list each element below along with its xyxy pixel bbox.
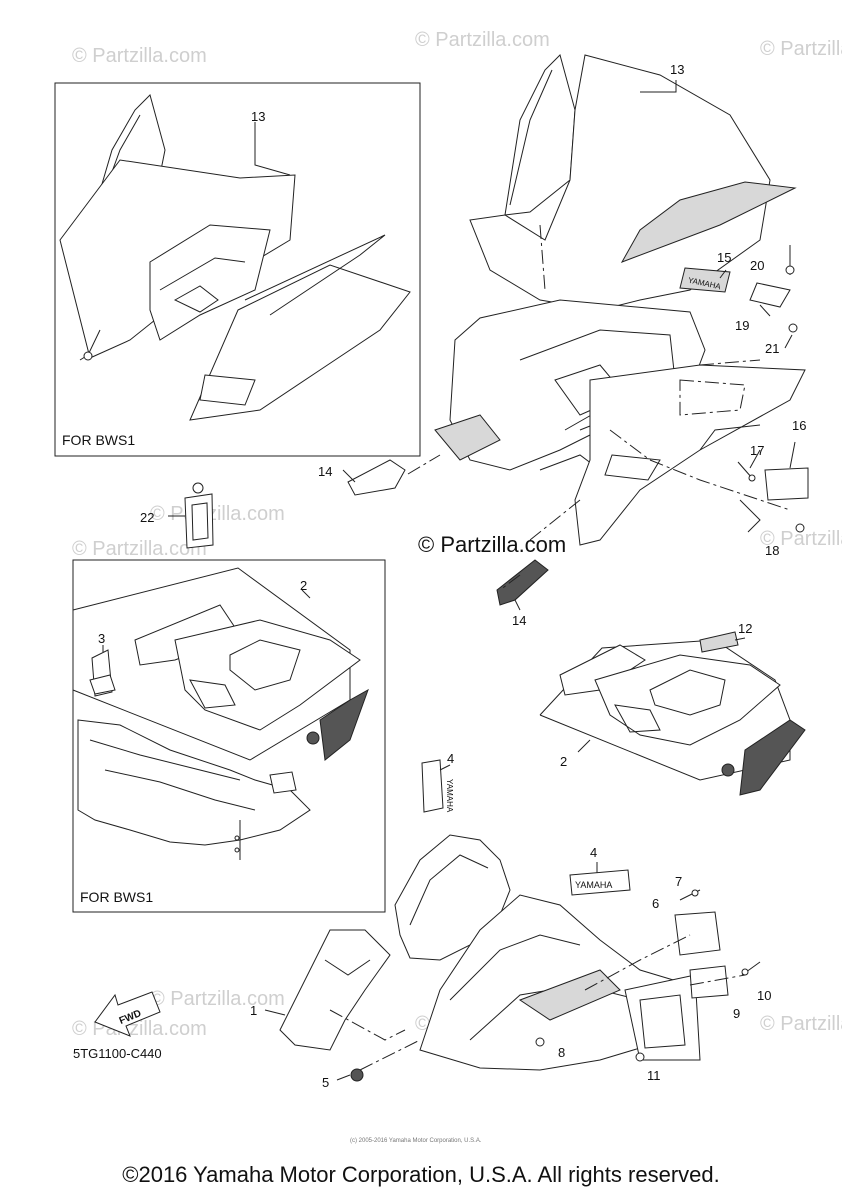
center-watermark: © Partzilla.com bbox=[418, 532, 566, 557]
callout-11: 11 bbox=[647, 1068, 661, 1083]
callout-7: 7 bbox=[675, 874, 682, 889]
callout-6: 6 bbox=[652, 896, 659, 911]
callout-2: 2 bbox=[560, 754, 567, 769]
callout-4: 4 bbox=[590, 845, 597, 860]
callout-9: 9 bbox=[733, 1006, 740, 1021]
watermark: © Partzilla.com bbox=[72, 538, 207, 560]
watermark: © Partzilla.com bbox=[415, 29, 550, 51]
callout-21: 21 bbox=[765, 341, 779, 356]
callout-5: 5 bbox=[322, 1075, 329, 1090]
watermark: © Partzilla.com bbox=[72, 45, 207, 67]
frame-label: FOR BWS1 bbox=[62, 432, 135, 448]
rear-body-assembly: YAMAHA © Partzilla.com bbox=[342, 54, 809, 611]
callouts: 13 13 15 20 19 21 17 16 18 14 14 22 2 3 … bbox=[98, 62, 806, 1090]
watermark: © Partzilla.com bbox=[72, 1018, 207, 1040]
callout-14: 14 bbox=[512, 613, 526, 628]
callout-22: 22 bbox=[140, 510, 154, 525]
watermark: © Partzilla.com bbox=[760, 528, 842, 550]
callout-3: 3 bbox=[98, 631, 105, 646]
diagram-code: 5TG1100-C440 bbox=[73, 1046, 162, 1061]
callout-2: 2 bbox=[300, 578, 307, 593]
frame-bws1-bottom: FOR BWS1 bbox=[72, 559, 386, 913]
tag-22 bbox=[168, 482, 214, 549]
callout-19: 19 bbox=[735, 318, 749, 333]
callout-17: 17 bbox=[750, 443, 764, 458]
callout-10: 10 bbox=[757, 988, 771, 1003]
tiny-copyright-notice: (c) 2005-2016 Yamaha Motor Corporation, … bbox=[350, 1138, 482, 1144]
watermark: © Partzilla.com bbox=[150, 988, 285, 1010]
callout-13: 13 bbox=[670, 62, 684, 77]
copyright-footer: ©2016 Yamaha Motor Corporation, U.S.A. A… bbox=[122, 1162, 720, 1187]
callout-4: 4 bbox=[447, 751, 454, 766]
callout-12: 12 bbox=[738, 621, 752, 636]
watermark: © Partzilla.com bbox=[760, 1013, 842, 1035]
callout-14: 14 bbox=[318, 464, 332, 479]
callout-20: 20 bbox=[750, 258, 764, 273]
callout-16: 16 bbox=[792, 418, 806, 433]
watermark: © Partzilla.com bbox=[150, 503, 285, 525]
yamaha-decal-4a: YAMAHA bbox=[445, 779, 454, 813]
callout-13: 13 bbox=[251, 109, 265, 124]
callout-8: 8 bbox=[558, 1045, 565, 1060]
front-fender-assembly: YAMAHA YAMAHA bbox=[264, 759, 761, 1082]
watermark: © Partzilla.com bbox=[760, 38, 842, 60]
frame-bws1-top: FOR BWS1 bbox=[54, 82, 421, 457]
callout-1: 1 bbox=[250, 1003, 257, 1018]
frame-label: FOR BWS1 bbox=[80, 889, 153, 905]
front-cover-assembly bbox=[539, 631, 806, 796]
callout-15: 15 bbox=[717, 250, 731, 265]
callout-18: 18 bbox=[765, 543, 779, 558]
yamaha-decal-4b: YAMAHA bbox=[575, 880, 612, 890]
forward-arrow-icon: FWD bbox=[94, 991, 161, 1037]
